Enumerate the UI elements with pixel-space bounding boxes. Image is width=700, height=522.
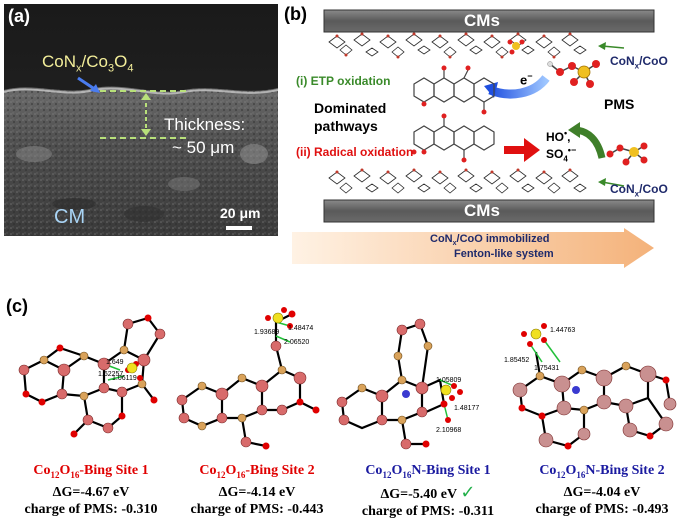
check-icon: ✓ (460, 481, 476, 503)
pms-label: PMS (604, 96, 635, 112)
system-arrow (292, 228, 654, 268)
pms-molecule-top (547, 60, 600, 88)
bond-length-2c: 2.06520 (284, 339, 309, 346)
catalyst-bottom-label: CoNx/CoO (610, 182, 668, 199)
material-label: CoNx/Co3O4 (42, 52, 134, 75)
bond-length-3a: 1.05809 (436, 377, 461, 384)
bond-length-4a: 1.44763 (550, 327, 575, 334)
structure-2: 1.48474 1.93689 2.06520 (172, 290, 342, 460)
ho-radical-label: HO•, (546, 128, 571, 144)
tc-molecule-bottom (413, 118, 495, 158)
red-arrow (504, 138, 540, 162)
site-1-charge: charge of PMS: -0.310 (24, 501, 158, 517)
membrane-bottom (323, 199, 655, 223)
scale-bar-label: 20 μm (220, 205, 261, 221)
bond-length-4c: 1.75431 (534, 365, 559, 372)
site-2-delta-g: ΔG=-4.14 eV (218, 484, 296, 500)
site-3-charge: charge of PMS: -0.311 (361, 503, 495, 519)
membrane-top-label: CMs (464, 11, 500, 30)
panel-b-label: (b) (284, 4, 307, 24)
membrane-top (323, 9, 655, 33)
catalyst-dots-top (335, 32, 572, 59)
bond-length-3b: 1.48177 (454, 405, 479, 412)
dominated-label-2: pathways (314, 118, 378, 134)
tc-molecule-top (413, 69, 495, 110)
site-3-title: Co12O16N-Bing Site 1 (365, 463, 491, 480)
bond-length-1c: 1.06119 (112, 375, 137, 382)
site-4-delta-g: ΔG=-4.04 eV (563, 484, 641, 500)
so4-radical-label: SO4•− (546, 145, 577, 164)
site-2-charge: charge of PMS: -0.443 (190, 501, 324, 517)
panel-a-label: (a) (8, 6, 30, 26)
electron-label: e− (520, 71, 533, 88)
thickness-label: Thickness: (164, 115, 246, 134)
substrate-label: CM (54, 206, 86, 228)
bond-length-2b: 1.93689 (254, 329, 279, 336)
panel-a: (a) CoNx/Co3O4 Thickness: ~ 50 μm CM 20 … (3, 4, 279, 236)
sem-image (3, 4, 279, 236)
catalyst-pointer-top (601, 45, 625, 49)
caption-site-1: Co12O16-Bing Site 1 ΔG=-4.67 eV charge o… (6, 462, 176, 518)
tc-oxygens-top (421, 65, 487, 115)
scale-bar-line (226, 226, 252, 230)
catalyst-layer-bottom (328, 169, 587, 194)
membrane-bottom-label: CMs (464, 201, 500, 220)
catalyst-layer-top (328, 33, 587, 58)
site-3-delta-g: ΔG=-5.40 eV (380, 486, 457, 502)
panel-b: (b) CMs CMs CoNx/CoO CoNx/CoO (i) ETP ox… (284, 2, 698, 272)
bond-length-2a: 1.48474 (288, 325, 313, 332)
blue-curved-arrow (488, 75, 550, 99)
bond-length-4b: 1.85452 (504, 357, 529, 364)
catalyst-dots-bottom (335, 168, 572, 174)
dominated-label-1: Dominated (314, 100, 387, 116)
tc-oxygens-bottom (411, 113, 467, 163)
thickness-value: ~ 50 μm (172, 138, 235, 157)
site-4-charge: charge of PMS: -0.493 (535, 501, 669, 517)
panel-c-label: (c) (6, 296, 28, 316)
pms-molecule-bottom (606, 142, 648, 166)
site-3-delta-g-row: ΔG=-5.40 eV ✓ (340, 481, 516, 503)
structure-1: 1.649 1.62257 1.06119 (4, 290, 174, 460)
mechanism-diagram (292, 9, 655, 268)
structure-4: 1.44763 1.85452 1.75431 (500, 290, 696, 460)
pathway-etp: (i) ETP oxidation (296, 74, 391, 88)
caption-site-4: Co12O16N-Bing Site 2 ΔG=-4.04 eV charge … (512, 462, 692, 518)
site-1-delta-g: ΔG=-4.67 eV (52, 484, 130, 500)
site-4-title: Co12O16N-Bing Site 2 (539, 463, 665, 480)
pathway-radical: (ii) Radical oxidation (296, 145, 414, 159)
catalyst-top-label: CoNx/CoO (610, 54, 668, 71)
catalyst-pointer-bottom (601, 181, 625, 187)
site-1-title: Co12O16-Bing Site 1 (33, 463, 149, 480)
system-label-2: Fenton-like system (454, 248, 554, 260)
site-2-title: Co12O16-Bing Site 2 (199, 463, 315, 480)
bond-length-1b: 1.62257 (98, 371, 123, 378)
bond-length-3c: 2.10968 (436, 427, 461, 434)
structure-3: 1.05809 1.48177 2.10968 (336, 290, 506, 460)
system-label-1: CoNx/CoO immobilized (430, 233, 550, 248)
bond-length-1a: 1.649 (106, 359, 124, 366)
pms-molecule-small (507, 39, 525, 55)
caption-site-2: Co12O16-Bing Site 2 ΔG=-4.14 eV charge o… (172, 462, 342, 518)
caption-site-3: Co12O16N-Bing Site 1 ΔG=-5.40 eV ✓ charg… (340, 462, 516, 520)
